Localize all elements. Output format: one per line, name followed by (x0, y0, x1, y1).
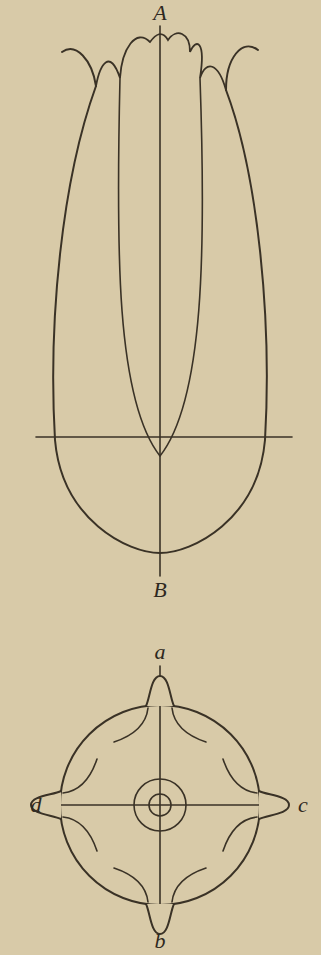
axis-label: d (31, 794, 42, 816)
main-axis (159, 26, 161, 576)
axis-label: b (155, 930, 166, 952)
section-lobe (114, 868, 206, 934)
section-ring (134, 779, 186, 831)
section-lobe (223, 759, 289, 851)
axis-label: B (153, 579, 166, 601)
gastric-cavity (118, 78, 202, 456)
axis-label: A (153, 2, 166, 24)
section-center (149, 794, 171, 816)
section-lobe (114, 676, 206, 742)
axis-label: c (298, 794, 308, 816)
body-wall (53, 46, 267, 553)
section-outline (60, 705, 260, 905)
axis-label: a (155, 641, 166, 663)
transverse-axis (36, 436, 292, 438)
section-axis (52, 804, 288, 806)
oral-lobes (96, 33, 226, 90)
section-lobe (31, 759, 97, 851)
